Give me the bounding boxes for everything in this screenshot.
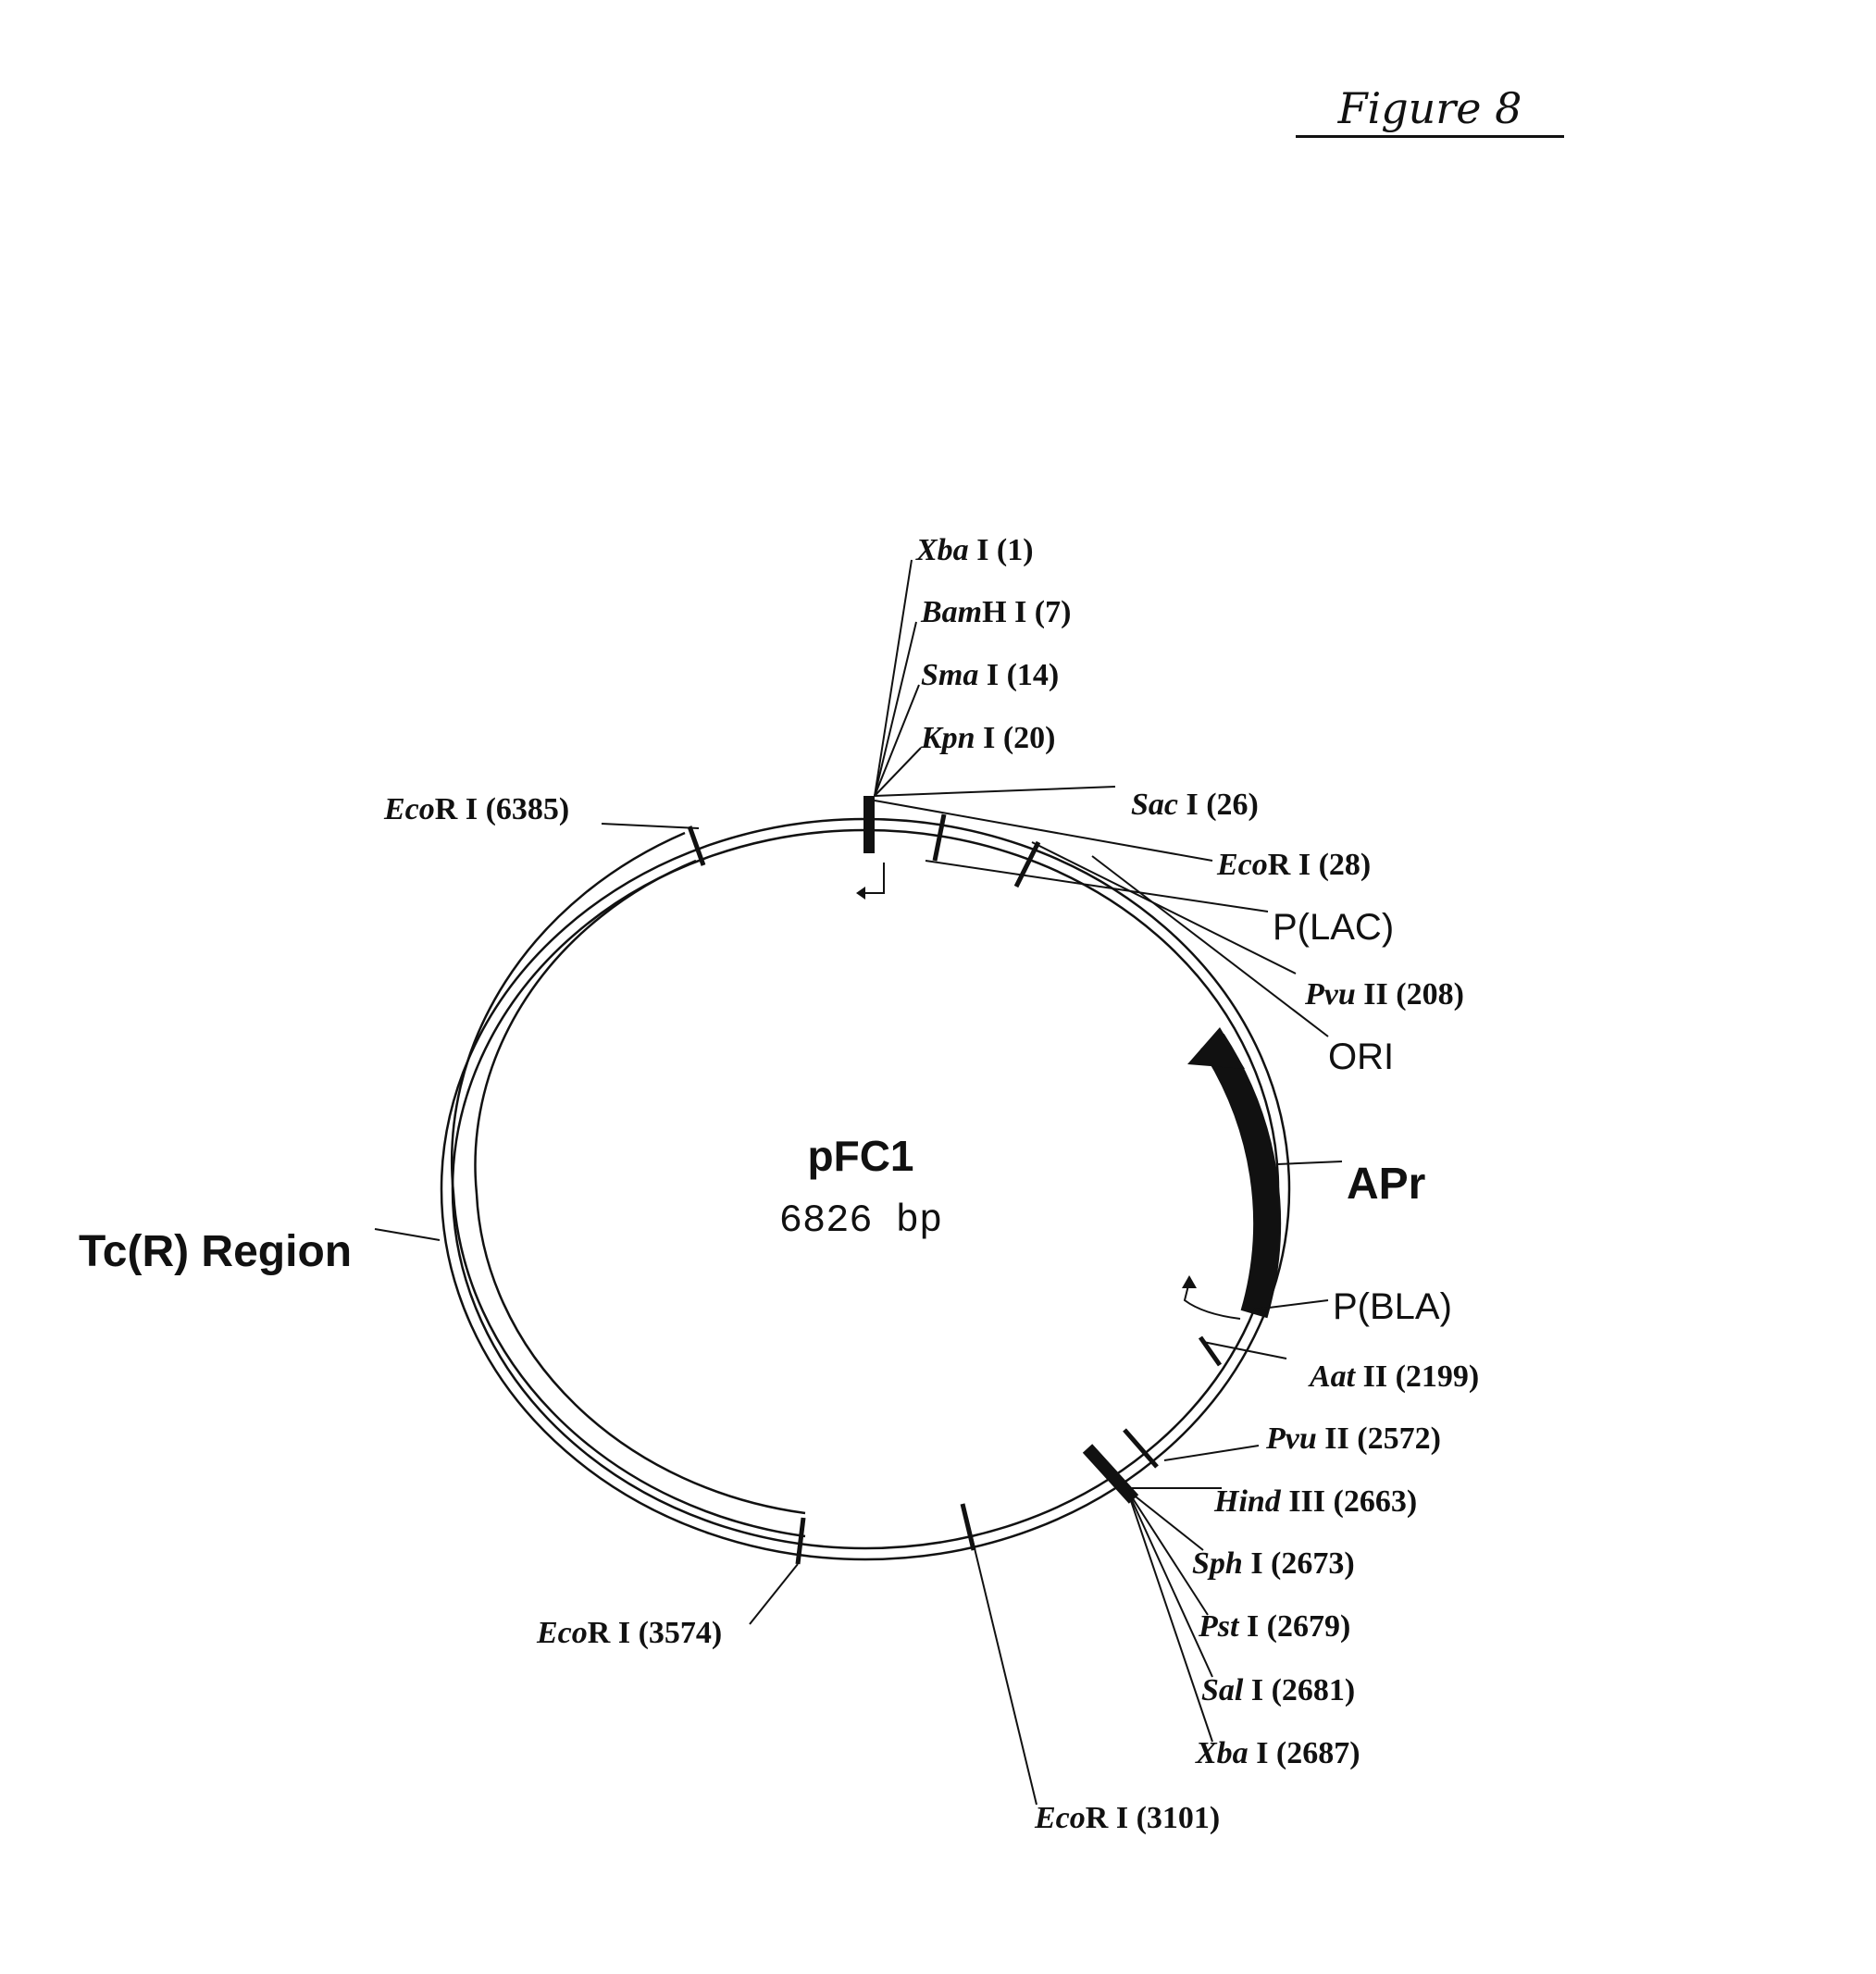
site-label-xbai-2687: Xba I (2687) (1195, 1736, 1360, 1770)
apr-gene-arrow (1200, 1033, 1282, 1319)
site-label-pvuii-208: Pvu II (208) (1304, 977, 1464, 1012)
site-tick-ecori-6385 (687, 826, 706, 866)
leader-xbai-1 (874, 559, 913, 797)
site-tick-sac-ecori (932, 813, 947, 862)
leader-psti (1126, 1489, 1209, 1616)
leader-pvuii-2572 (1163, 1445, 1260, 1461)
site-label-kpni: Kpn I (20) (920, 721, 1055, 755)
leader-ecori-3101 (966, 1517, 1037, 1806)
site-label-ecori-6385: EcoR I (6385) (383, 792, 569, 826)
apr-arrow-head (1187, 1027, 1245, 1069)
site-label-bamhi: BamH I (7) (920, 595, 1071, 629)
feature-label-apr: APr (1347, 1160, 1425, 1209)
site-tick-ecori-3101 (960, 1503, 976, 1551)
site-tick-pvuii-208 (1013, 840, 1041, 888)
leader-apr (1276, 1161, 1343, 1165)
leader-pvuii-208 (1031, 841, 1297, 975)
leader-sphi (1126, 1489, 1204, 1551)
leader-ori (1091, 855, 1329, 1037)
figure-title: Figure 8 (1296, 83, 1564, 138)
leader-kpni (874, 747, 922, 797)
pbla-arrow-head (1182, 1275, 1197, 1288)
site-tick-ecori-3574 (795, 1517, 806, 1565)
site-label-pvuii-2572: Pvu II (2572) (1265, 1422, 1441, 1456)
tcr-region-band-inner (474, 859, 806, 1515)
plac-promoter-arrow (865, 863, 885, 894)
site-label-sphi: Sph I (2673) (1192, 1546, 1355, 1581)
leader-bamhi (874, 621, 917, 797)
site-label-aatii: Aat II (2199) (1308, 1359, 1479, 1394)
leader-smai (874, 684, 920, 797)
tcr-region-band (450, 831, 806, 1538)
site-label-ecori-28: EcoR I (28) (1216, 848, 1371, 882)
leader-ecori-28 (874, 800, 1213, 862)
site-label-smai: Sma I (14) (921, 658, 1059, 692)
mcs-box (863, 796, 875, 853)
leader-pbla (1253, 1299, 1329, 1310)
site-label-saci: Sac I (26) (1131, 788, 1259, 822)
backbone-outer-ring (440, 817, 1291, 1561)
leader-ecori-6385 (601, 823, 700, 829)
site-label-sali: Sal I (2681) (1201, 1673, 1355, 1707)
site-label-psti: Pst I (2679) (1198, 1609, 1350, 1644)
leader-plac (925, 860, 1269, 913)
plasmid-name: pFC1 (808, 1132, 914, 1180)
plac-arrow-head (856, 887, 865, 900)
feature-label-plac: P(LAC) (1273, 907, 1394, 948)
feature-label-tcr: Tc(R) Region (79, 1227, 352, 1276)
leader-sali (1126, 1489, 1213, 1678)
leader-xbai-2687 (1126, 1489, 1213, 1743)
site-tick-pvuii-2572 (1123, 1428, 1159, 1469)
leader-ecori-3574 (749, 1563, 799, 1625)
leader-aatii (1202, 1341, 1287, 1359)
site-label-ecori-3101: EcoR I (3101) (1034, 1801, 1220, 1835)
site-label-hindiii: Hind III (2663) (1213, 1484, 1417, 1519)
site-tick-hindiii-cluster (1082, 1444, 1139, 1504)
leader-tcr (374, 1228, 441, 1241)
feature-label-pbla: P(BLA) (1333, 1286, 1452, 1327)
plasmid-size: 6826 bp (779, 1198, 942, 1243)
feature-label-ori: ORI (1328, 1037, 1394, 1077)
site-label-xbai-1: Xba I (1) (915, 533, 1034, 567)
pbla-promoter-arrow (1183, 1281, 1241, 1320)
site-label-ecori-3574: EcoR I (3574) (536, 1616, 722, 1650)
leader-saci (874, 786, 1116, 797)
